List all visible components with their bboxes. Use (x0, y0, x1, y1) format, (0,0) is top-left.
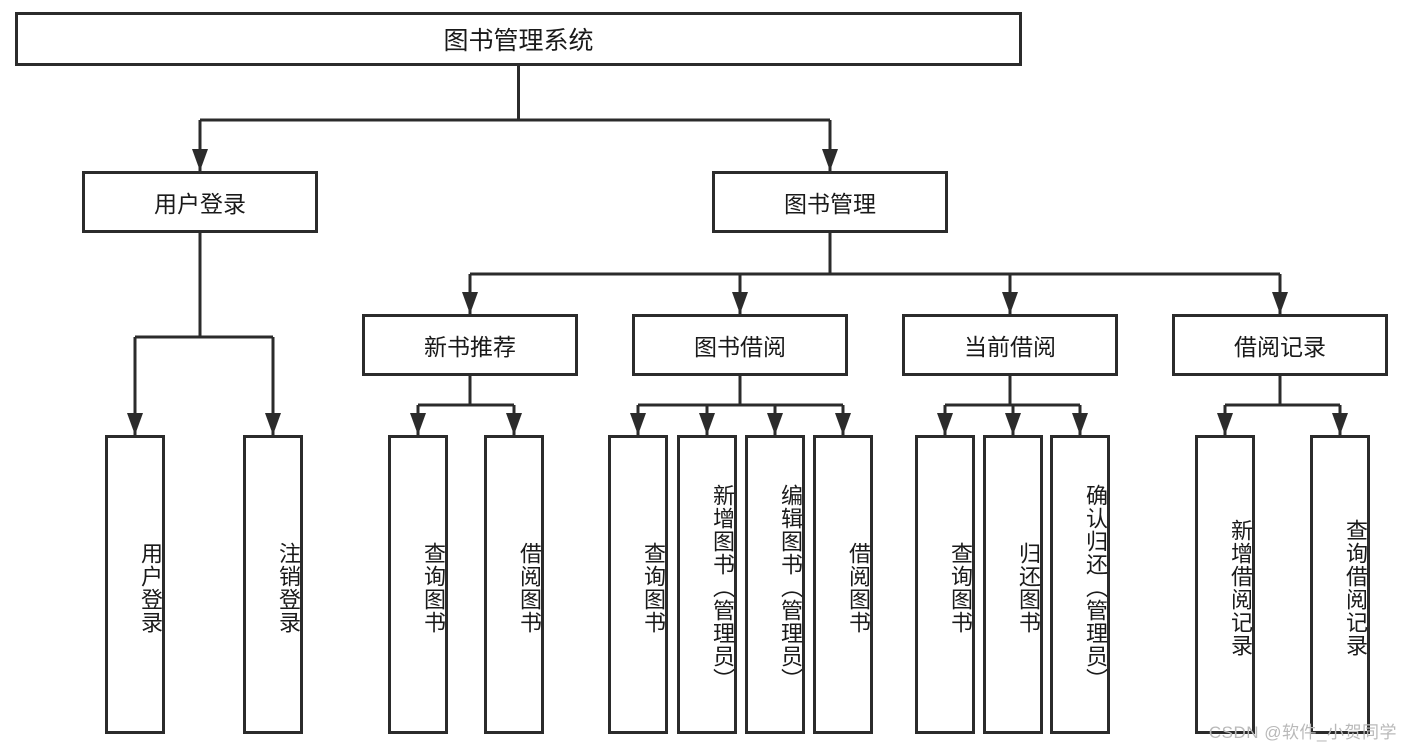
node-label: 新增图书（管理员） (710, 484, 735, 691)
node-leaf-user-login[interactable]: 用户登录 (105, 435, 165, 734)
node-label: 新书推荐 (424, 334, 516, 360)
node-label: 图书借阅 (694, 334, 786, 360)
node-leaf-confirm-return-admin[interactable]: 确认归还（管理员） (1050, 435, 1110, 734)
node-label: 编辑图书（管理员） (778, 484, 803, 691)
node-label: 注销登录 (276, 541, 301, 634)
connector-arrowhead (699, 413, 715, 435)
connector-arrowhead (1217, 413, 1233, 435)
node-leaf-edit-book-admin[interactable]: 编辑图书（管理员） (745, 435, 805, 734)
node-book-borrow[interactable]: 图书借阅 (632, 314, 848, 376)
connector-arrowhead (937, 413, 953, 435)
connector-arrowhead (767, 413, 783, 435)
node-leaf-logout[interactable]: 注销登录 (243, 435, 303, 734)
node-label: 查询图书 (421, 541, 446, 634)
node-leaf-borrow-book[interactable]: 借阅图书 (813, 435, 873, 734)
node-label: 用户登录 (154, 191, 246, 217)
node-current-borrow[interactable]: 当前借阅 (902, 314, 1118, 376)
node-label: 新增借阅记录 (1228, 518, 1253, 657)
connector-arrowhead (1002, 292, 1018, 314)
node-label: 查询借阅记录 (1343, 518, 1368, 657)
node-label: 查询图书 (641, 541, 666, 634)
node-leaf-query-book-borrow[interactable]: 查询图书 (608, 435, 668, 734)
node-root[interactable]: 图书管理系统 (15, 12, 1022, 66)
node-label: 借阅图书 (846, 541, 871, 634)
node-leaf-add-borrow-record[interactable]: 新增借阅记录 (1195, 435, 1255, 734)
node-label: 图书管理 (784, 191, 876, 217)
node-leaf-borrow-book-recommend[interactable]: 借阅图书 (484, 435, 544, 734)
node-label: 查询图书 (948, 541, 973, 634)
node-label: 借阅图书 (517, 541, 542, 634)
connector-arrowhead (410, 413, 426, 435)
connector-arrowhead (127, 413, 143, 435)
connector-arrowhead (835, 413, 851, 435)
node-user-login[interactable]: 用户登录 (82, 171, 318, 233)
connector-arrowhead (506, 413, 522, 435)
connector-arrowhead (1005, 413, 1021, 435)
node-label: 用户登录 (138, 541, 163, 634)
node-label: 图书管理系统 (443, 27, 594, 55)
connector-arrowhead (822, 149, 838, 171)
node-borrow-record[interactable]: 借阅记录 (1172, 314, 1388, 376)
connector-arrowhead (1072, 413, 1088, 435)
connector-arrowhead (265, 413, 281, 435)
connector-arrowhead (732, 292, 748, 314)
node-label: 当前借阅 (964, 334, 1056, 360)
connector-arrowhead (192, 149, 208, 171)
node-leaf-query-book-recommend[interactable]: 查询图书 (388, 435, 448, 734)
node-label: 确认归还（管理员） (1083, 484, 1108, 691)
connector-arrowhead (1272, 292, 1288, 314)
node-leaf-add-book-admin[interactable]: 新增图书（管理员） (677, 435, 737, 734)
connector-arrowhead (1332, 413, 1348, 435)
node-book-management[interactable]: 图书管理 (712, 171, 948, 233)
node-leaf-query-borrow-record[interactable]: 查询借阅记录 (1310, 435, 1370, 734)
connector-arrowhead (462, 292, 478, 314)
watermark-text: CSDN @软件_小贺同学 (1208, 723, 1397, 742)
node-label: 归还图书 (1016, 541, 1041, 634)
node-leaf-query-book-current[interactable]: 查询图书 (915, 435, 975, 734)
node-leaf-return-book[interactable]: 归还图书 (983, 435, 1043, 734)
node-new-book-recommend[interactable]: 新书推荐 (362, 314, 578, 376)
connector-arrowhead (630, 413, 646, 435)
node-label: 借阅记录 (1234, 334, 1326, 360)
